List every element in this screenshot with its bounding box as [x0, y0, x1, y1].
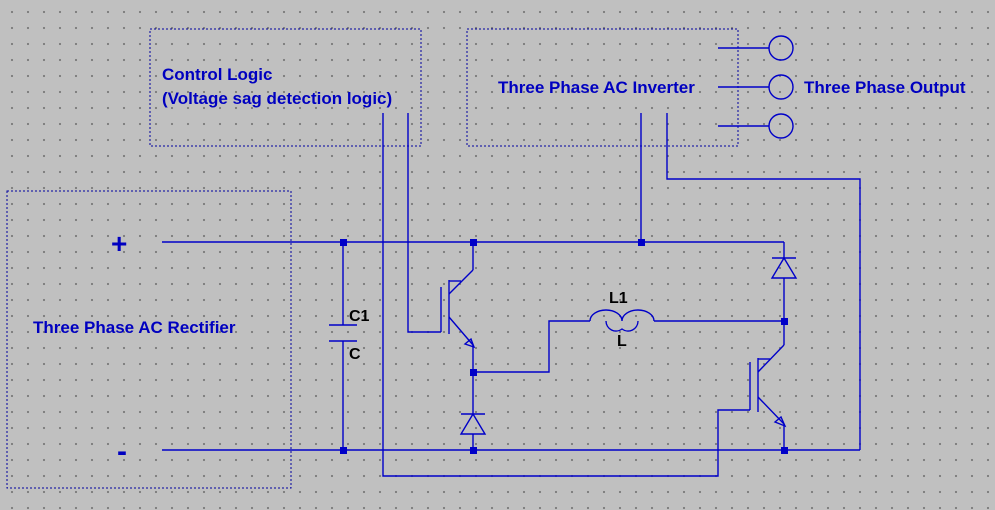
- output-terminals: [718, 35, 794, 139]
- output-label: Three Phase Output: [804, 78, 966, 97]
- inductor-l1[interactable]: [589, 309, 655, 332]
- diode-right[interactable]: [770, 256, 798, 279]
- inductor-ref: L1: [609, 290, 628, 307]
- wiring: [162, 113, 861, 477]
- inverter-label: Three Phase AC Inverter: [498, 78, 695, 97]
- control-logic-subtitle: (Voltage sag detection logic): [162, 89, 392, 108]
- plus-sign: +: [111, 228, 127, 259]
- rectifier-label: Three Phase AC Rectifier: [33, 318, 236, 337]
- inductor-value: L: [617, 333, 627, 350]
- control-gate-wire-2: [382, 113, 750, 477]
- output-terminal-b[interactable]: [768, 74, 794, 100]
- control-logic-title: Control Logic: [162, 65, 272, 84]
- capacitor-c1[interactable]: [329, 324, 357, 342]
- inverter-neg-wire: [666, 113, 861, 450]
- output-terminal-c[interactable]: [768, 113, 794, 139]
- rectifier-block: [6, 190, 292, 489]
- capacitor-value: C: [349, 346, 361, 363]
- capacitor-ref: C1: [349, 308, 370, 325]
- igbt-lower[interactable]: [749, 344, 787, 428]
- control-logic-block: [149, 28, 422, 147]
- control-gate-wire-1: [407, 113, 441, 333]
- junction-dots: [340, 239, 788, 454]
- igbt-upper[interactable]: [440, 269, 476, 349]
- minus-sign: -: [117, 435, 127, 468]
- switch-node-wire: [473, 320, 590, 373]
- output-terminal-a[interactable]: [768, 35, 794, 61]
- diode-bottom[interactable]: [459, 412, 487, 435]
